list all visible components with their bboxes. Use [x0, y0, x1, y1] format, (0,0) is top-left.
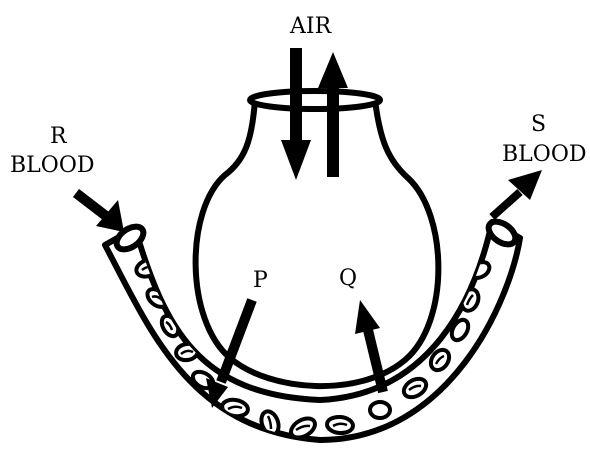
- alveolus-opening: [250, 91, 380, 109]
- blood-cell: [370, 402, 390, 418]
- air-label: AIR: [290, 16, 331, 38]
- blood-in-arrow: [76, 193, 124, 232]
- s-blood-label: BLOOD: [502, 144, 587, 166]
- s-label: S: [531, 114, 546, 136]
- p-label: P: [253, 270, 268, 292]
- r-blood-label: BLOOD: [10, 155, 95, 177]
- blood-cell: [326, 416, 353, 434]
- q-label: Q: [339, 268, 357, 290]
- r-label: R: [50, 126, 67, 148]
- blood-out-arrow: [492, 170, 542, 217]
